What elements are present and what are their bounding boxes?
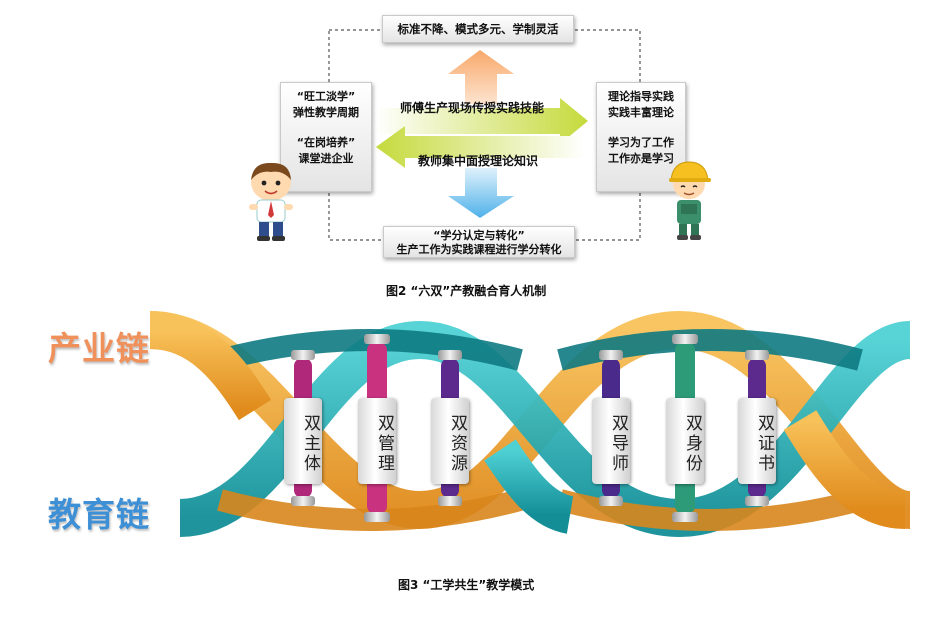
right-box: 理论指导实践 实践丰富理论 学习为了工作 工作亦是学习 <box>596 82 686 192</box>
rung-plate-1: 双主体 <box>284 398 322 484</box>
rung-plate-5: 双身份 <box>666 398 704 484</box>
right-box-line-1: 理论指导实践 <box>608 90 674 103</box>
bottom-box-line-1: “学分认定与转化” <box>433 229 525 242</box>
right-box-line-2: 实践丰富理论 <box>608 106 674 119</box>
bottom-box: “学分认定与转化” 生产工作为实践课程进行学分转化 <box>383 226 575 258</box>
top-box-text: 标准不降、模式多元、学制灵活 <box>397 22 559 36</box>
left-box-line-1: “旺工淡学” <box>296 90 356 103</box>
right-arrow <box>375 98 588 144</box>
left-box-line-2: 弹性教学周期 <box>293 106 359 119</box>
rung-plate-4: 双导师 <box>592 398 630 484</box>
right-box-line-3: 学习为了工作 <box>608 136 674 149</box>
figure2-diagram: 标准不降、模式多元、学制灵活 “旺工淡学” 弹性教学周期 “在岗培养” 课堂进企… <box>0 0 940 300</box>
label-industry-chain: 产业链 <box>48 329 150 368</box>
figure3-caption: 图3 “工学共生”教学模式 <box>398 578 535 592</box>
arrow-right-text: 师傅生产现场传授实践技能 <box>400 101 545 115</box>
rung-plate-3: 双资源 <box>431 398 469 484</box>
left-box-line-3: “在岗培养” <box>296 136 356 149</box>
worker-illustration <box>669 161 711 240</box>
figure2-caption: 图2 “六双”产教融合育人机制 <box>386 284 547 298</box>
bottom-box-line-2: 生产工作为实践课程进行学分转化 <box>396 243 562 256</box>
left-box: “旺工淡学” 弹性教学周期 “在岗培养” 课堂进企业 <box>280 82 372 192</box>
up-arrow <box>448 50 514 104</box>
rung-plate-2: 双管理 <box>358 398 396 484</box>
left-arrow <box>376 126 585 168</box>
flow-arrows <box>375 50 588 218</box>
down-arrow <box>448 168 514 218</box>
right-box-line-4: 工作亦是学习 <box>608 152 674 165</box>
label-education-chain: 教育链 <box>48 495 150 534</box>
figure3-diagram: 产业链 教育链 <box>0 300 940 624</box>
rung-plate-6: 双证书 <box>738 398 776 484</box>
top-box: 标准不降、模式多元、学制灵活 <box>382 15 574 43</box>
arrow-left-text: 教师集中面授理论知识 <box>418 154 539 168</box>
left-box-line-4: 课堂进企业 <box>298 152 354 165</box>
dna-helix <box>148 310 913 538</box>
student-boy-illustration <box>249 162 293 241</box>
